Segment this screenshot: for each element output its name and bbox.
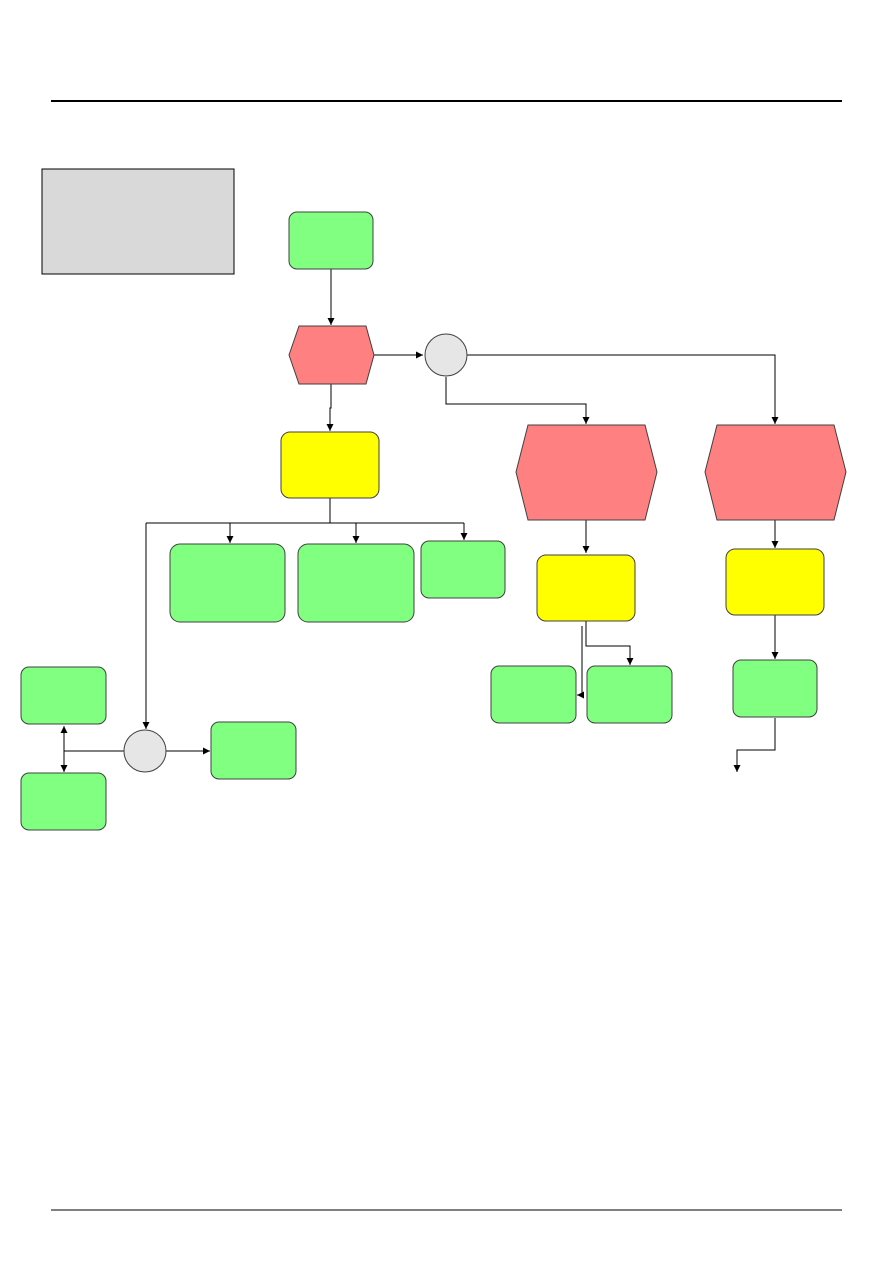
rule-1-node	[280, 431, 380, 499]
edges	[60, 269, 779, 772]
edge-rule2-function-e2	[577, 626, 584, 699]
edge-connector1-event3	[467, 354, 779, 424]
function-d-node	[20, 666, 107, 725]
edge-connector1-event2	[445, 377, 590, 424]
legend-box	[41, 168, 235, 275]
event-2-node	[515, 424, 658, 521]
event-1-node	[288, 325, 375, 385]
event-3-node	[704, 424, 847, 521]
start-function-node	[288, 211, 374, 270]
function-a-node	[169, 543, 286, 623]
function-b-node	[297, 543, 415, 623]
rule-2-node	[536, 554, 636, 622]
connector-2-node	[123, 729, 167, 773]
edge-function-i-out	[733, 718, 776, 772]
edge-event1-rule1	[326, 384, 334, 431]
function-g-node	[210, 721, 297, 780]
function-h-node	[586, 665, 673, 724]
rule-3-node	[725, 548, 825, 616]
function-c-node	[420, 540, 506, 599]
edge-rule2-function-f	[585, 621, 634, 665]
connector-1-node	[424, 333, 468, 377]
function-i-node	[732, 659, 818, 718]
function-f-node	[490, 665, 577, 724]
function-e-node	[20, 772, 107, 831]
